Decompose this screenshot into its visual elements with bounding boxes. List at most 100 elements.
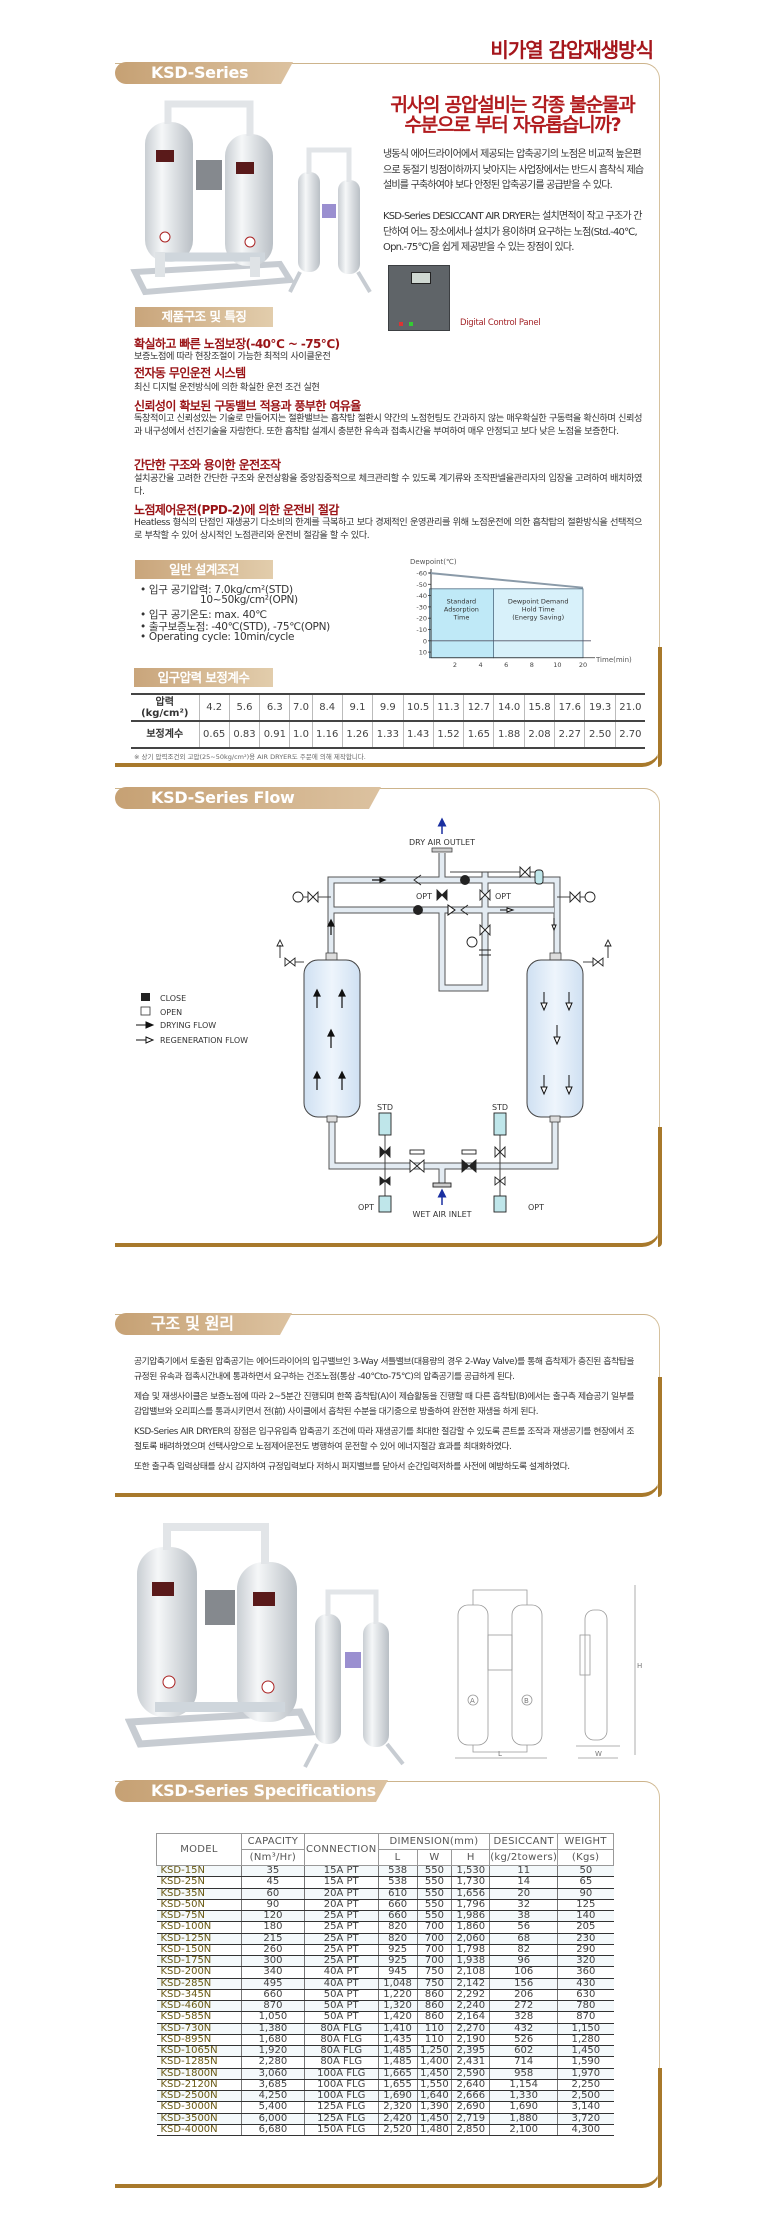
- panel-led-red: [399, 322, 403, 326]
- cell-desiccant: 1,330: [489, 2090, 558, 2103]
- chart-x-tick-label: 20: [579, 661, 587, 669]
- pressure-value: 11.3: [432, 693, 464, 722]
- cell-width: 700: [416, 1933, 452, 1945]
- cell-connection: 50A PT: [303, 2011, 379, 2024]
- header-capacity-unit: (Nm³/Hr): [241, 1849, 305, 1866]
- cell-width: 1,390: [416, 2101, 452, 2114]
- cell-height: 2,164: [451, 2011, 490, 2024]
- pressure-value: 8.4: [311, 693, 343, 722]
- cell-connection: 80A FLG: [303, 2023, 379, 2035]
- panel-display: [411, 272, 431, 284]
- cell-connection: 25A PT: [303, 1921, 379, 1934]
- cell-model: KSD-75N: [156, 1910, 242, 1923]
- cell-capacity: 4,250: [241, 2090, 305, 2103]
- cell-height: 1,730: [451, 1876, 490, 1889]
- flow-legend: CLOSE OPEN DRYING FLOW REGENERATION FLOW: [136, 993, 248, 1045]
- feature-desc-5: Heatless 형식의 단점인 재생공기 다소비의 한계를 극복하고 보다 경…: [134, 517, 642, 541]
- chart-region-label: (Energy Saving): [512, 614, 564, 622]
- cell-length: 1,320: [377, 2000, 418, 2013]
- chart-y-tick-label: 10: [419, 649, 427, 657]
- cell-desiccant: 11: [489, 1865, 558, 1878]
- cell-desiccant: 2,100: [489, 2124, 558, 2137]
- std-muffler-right-icon: [493, 1112, 507, 1136]
- cell-model: KSD-1800N: [156, 2068, 242, 2080]
- opt-label: OPT: [528, 1203, 544, 1212]
- factor-value: 1.16: [311, 720, 343, 749]
- chart-y-label: Dewpoint(℃): [410, 558, 457, 566]
- cell-desiccant: 20: [489, 1888, 558, 1900]
- cell-weight: 50: [557, 1865, 614, 1878]
- cell-capacity: 3,685: [241, 2079, 305, 2092]
- cell-height: 2,690: [451, 2101, 490, 2114]
- chart-y-tick-label: -50: [416, 581, 427, 589]
- cell-length: 1,420: [377, 2011, 418, 2024]
- cell-model: KSD-285N: [156, 1978, 242, 1990]
- specifications-table: MODEL CAPACITY CONNECTION DIMENSION(mm) …: [155, 1833, 614, 2137]
- cell-desiccant: 14: [489, 1876, 558, 1889]
- factor-value: 1.52: [432, 720, 464, 749]
- close-legend-icon: [141, 993, 150, 1001]
- principle-paragraph-2: 제습 및 재생사이클은 보증노점에 따라 2~5분간 진행되며 한쪽 흡착탑(A…: [134, 1392, 634, 1417]
- legend-close: CLOSE: [160, 994, 186, 1003]
- cell-model: KSD-460N: [156, 2000, 242, 2013]
- factor-value: 0.65: [198, 720, 230, 749]
- chart-x-tick-label: 10: [553, 661, 561, 669]
- principle-paragraph-4: 또한 출구측 입력상태를 상시 감지하여 규정입력보다 저하시 퍼지밸브를 닫아…: [134, 1462, 570, 1472]
- factor-value: 1.88: [493, 720, 525, 749]
- pressure-value: 9.1: [341, 693, 373, 722]
- closed-check-valve-icon: [460, 875, 470, 885]
- tank-a: [303, 952, 361, 1123]
- exhaust-valve-closed-icon: [379, 1145, 391, 1159]
- cell-model: KSD-4000N: [156, 2124, 242, 2137]
- cell-capacity: 60: [241, 1888, 305, 1900]
- cell-model: KSD-895N: [156, 2034, 242, 2047]
- cell-width: 750: [416, 1978, 452, 1990]
- cell-weight: 1,450: [557, 2045, 614, 2058]
- outlet-valve-icon: [519, 865, 531, 879]
- cell-width: 110: [416, 2023, 452, 2035]
- cell-model: KSD-35N: [156, 1888, 242, 1900]
- intro-section: [115, 63, 662, 767]
- cell-desiccant: 206: [489, 1989, 558, 2002]
- cell-length: 945: [377, 1966, 418, 1979]
- cell-weight: 1,970: [557, 2068, 614, 2080]
- opt-label: OPT: [416, 892, 432, 901]
- header-weight: WEIGHT: [557, 1833, 614, 1850]
- cell-capacity: 2,280: [241, 2056, 305, 2069]
- cell-model: KSD-2120N: [156, 2079, 242, 2092]
- cell-width: 860: [416, 2000, 452, 2013]
- pressure-value: 5.6: [228, 693, 260, 722]
- cell-weight: 630: [557, 1989, 614, 2002]
- header-l: L: [377, 1849, 418, 1866]
- cell-length: 1,485: [377, 2056, 418, 2069]
- header-model: MODEL: [155, 1833, 243, 1866]
- drying-flow-arrows: [313, 877, 387, 1090]
- intro-paragraph-1: 냉동식 에어드라이어에서 제공되는 압축공기의 노점은 비교적 높은편으로 동절…: [383, 149, 644, 191]
- cell-capacity: 1,920: [241, 2045, 305, 2058]
- cell-weight: 870: [557, 2011, 614, 2024]
- cell-weight: 4,300: [557, 2124, 614, 2137]
- chart-region-label: Standard: [447, 598, 477, 606]
- cell-capacity: 180: [241, 1921, 305, 1934]
- drawing-tower-a-label: A: [470, 1697, 475, 1705]
- pressure-value: 15.8: [523, 693, 555, 722]
- cell-length: 1,485: [377, 2045, 418, 2058]
- opt-muffler-left-icon: [378, 1195, 392, 1213]
- cell-model: KSD-175N: [156, 1955, 242, 1968]
- cell-width: 110: [416, 2034, 452, 2047]
- cell-width: 700: [416, 1955, 452, 1968]
- cell-height: 2,431: [451, 2056, 490, 2069]
- cell-connection: 40A PT: [303, 1966, 379, 1979]
- pressure-value: 9.9: [372, 693, 403, 722]
- cell-height: 2,640: [451, 2079, 490, 2092]
- cell-length: 2,420: [377, 2113, 418, 2125]
- cell-connection: 50A PT: [303, 1989, 379, 2002]
- cell-length: 538: [377, 1876, 418, 1889]
